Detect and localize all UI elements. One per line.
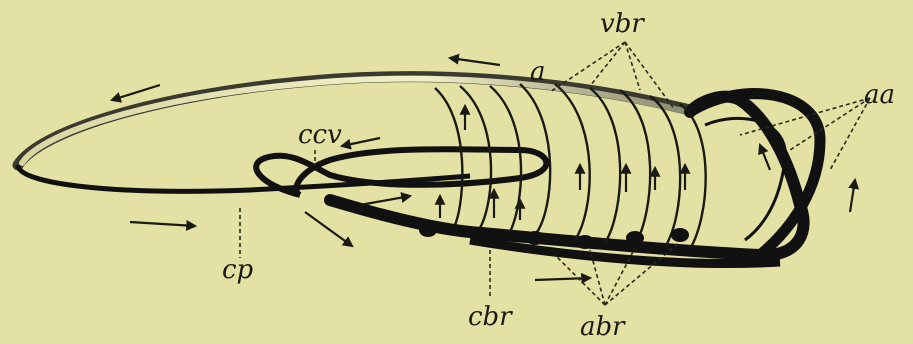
label-abr: abr	[580, 312, 626, 342]
label-cp: cp	[222, 255, 254, 285]
label-aa: aa	[864, 80, 895, 110]
label-cbr: cbr	[468, 302, 513, 332]
ventral-aorta	[330, 97, 804, 255]
label-vbr: vbr	[600, 9, 645, 39]
label-a: a	[530, 57, 546, 87]
label-ccv: ccv	[298, 120, 342, 150]
